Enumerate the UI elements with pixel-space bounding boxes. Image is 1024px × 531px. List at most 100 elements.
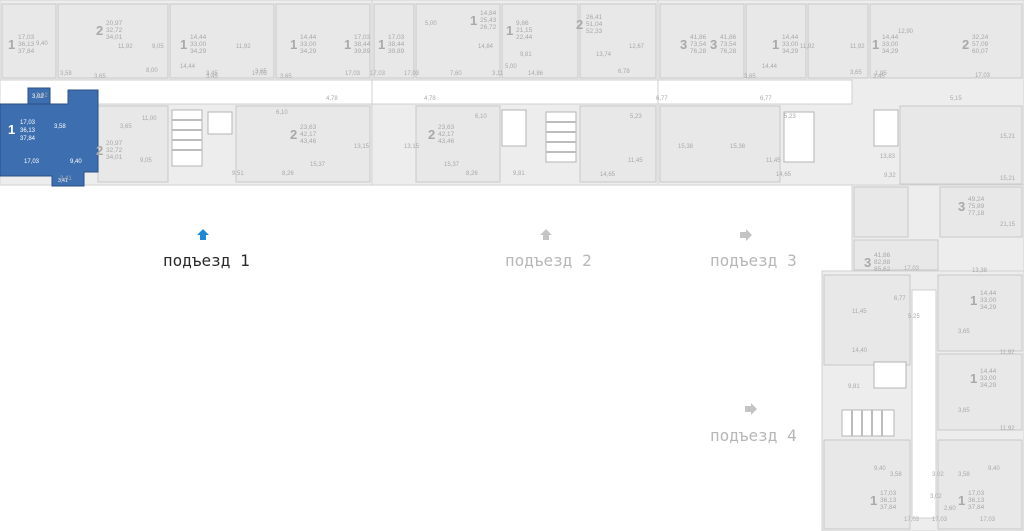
selected-total-area: 36,13: [20, 128, 36, 134]
apartment-area: 34,01: [106, 154, 123, 161]
apartment-cell[interactable]: [869, 3, 1023, 79]
apartment-cell[interactable]: [939, 186, 1023, 238]
apartment-cell[interactable]: [853, 239, 939, 271]
apartment-cell[interactable]: [235, 105, 371, 183]
apartment-area: 33,00: [980, 375, 997, 382]
room-area-label: 14,44: [180, 64, 196, 70]
apartment-cell[interactable]: [169, 3, 275, 79]
apartment-cell[interactable]: [937, 274, 1023, 352]
room-area-label: 8,00: [146, 68, 158, 74]
room-area-label: 14,65: [776, 172, 792, 178]
room-area-label: 12,67: [629, 44, 645, 50]
entrance-3[interactable]: подъезд 3: [710, 229, 797, 270]
room-area-label: 11,92: [800, 44, 815, 50]
apartment-area: 21,15: [516, 27, 533, 34]
stairwell: [171, 109, 203, 167]
apartment-area: 37,84: [880, 504, 897, 511]
apartment-rooms: 1: [344, 37, 351, 52]
apartment-cell[interactable]: [937, 353, 1023, 431]
selected-rooms-count: 1: [8, 122, 15, 137]
apartment-area: 34,01: [106, 34, 123, 41]
apartment-cell[interactable]: [823, 439, 911, 530]
apartment-area: 36,13: [880, 497, 897, 504]
apartment-cell[interactable]: [807, 3, 869, 79]
apartment-area: 9,86: [516, 20, 529, 27]
elevator: [873, 361, 907, 389]
room-area-label: 3,02: [36, 93, 48, 99]
apartment-rooms: 2: [290, 127, 297, 142]
apartment-rooms: 2: [428, 127, 435, 142]
room-area-label: 9,40: [874, 466, 886, 472]
apartment-cell[interactable]: [579, 105, 657, 183]
apartment-cell[interactable]: [937, 439, 1023, 530]
room-area-label: 5,25: [908, 314, 920, 320]
apartment-area: 17,03: [18, 34, 35, 41]
apartment-area: 33,00: [300, 41, 317, 48]
apartment-area: 37,84: [968, 504, 985, 511]
room-area-label: 11,92: [236, 44, 251, 50]
apartment-rooms: 1: [290, 37, 297, 52]
apartment-cell[interactable]: [899, 105, 1023, 185]
apartment-area: 17,03: [968, 490, 985, 497]
room-area-label: 5,23: [784, 114, 796, 120]
room-area-label: 13,15: [354, 144, 370, 150]
room-area-label: 3,45: [206, 71, 218, 77]
apartment-cell[interactable]: [1, 3, 57, 79]
entrance-label: подъезд 4: [710, 426, 797, 445]
apartment-cell[interactable]: [373, 3, 415, 79]
apartment-cell[interactable]: [659, 3, 745, 79]
apartment-rooms: 3: [680, 37, 687, 52]
entrance-2[interactable]: подъезд 2: [505, 229, 592, 270]
room-area-label: 6,10: [276, 110, 288, 116]
room-area-label: 17,03: [345, 71, 361, 77]
room-area-label: 11,92: [1000, 350, 1015, 356]
arrow-up-icon: [197, 229, 209, 240]
apartment-cell[interactable]: [659, 105, 781, 183]
apartment-cell[interactable]: [97, 105, 169, 183]
apartment-area: 23,63: [438, 124, 455, 131]
apartment-cell[interactable]: [853, 186, 909, 238]
elevator: [873, 109, 899, 147]
apartment-area: 76,28: [690, 48, 707, 55]
apartment-area: 39,89: [388, 48, 405, 55]
room-area-label: 14,65: [600, 172, 616, 178]
apartment-cell[interactable]: [415, 3, 501, 79]
room-area-label: 2,60: [944, 506, 956, 512]
apartment-area: 32,24: [972, 34, 989, 41]
room-area-label: 11,92: [850, 44, 865, 50]
room-area-label: 6,10: [475, 114, 487, 120]
room-area-label: 3,45: [873, 74, 885, 80]
selected-room-area: 17,03: [24, 159, 40, 165]
apartment-cell[interactable]: [501, 3, 579, 79]
apartment-cell[interactable]: [579, 3, 657, 79]
apartment-cell[interactable]: [745, 3, 807, 79]
room-area-label: 3,65: [120, 124, 132, 130]
selected-apartment[interactable]: 1 17,03 36,13 37,84 17,03 9,40 3,58 3,02…: [0, 87, 99, 187]
apartment-area: 38,44: [354, 41, 371, 48]
apartment-area: 34,29: [782, 48, 799, 55]
apartment-cell[interactable]: [823, 274, 911, 366]
apartment-cell[interactable]: [415, 105, 501, 183]
room-area-label: 17,03: [370, 71, 386, 77]
room-area-label: 5,00: [505, 64, 517, 70]
room-area-label: 5,15: [950, 96, 962, 102]
room-area-label: 9,81: [513, 171, 525, 177]
room-area-label: 9,05: [140, 158, 152, 164]
apartment-area: 37,84: [18, 48, 35, 55]
apartment-area: 22,44: [516, 34, 533, 41]
apartment-cell[interactable]: [275, 3, 371, 79]
apartment-rooms: 1: [772, 37, 779, 52]
room-area-label: 11,45: [628, 158, 643, 164]
entrance-1[interactable]: подъезд 1: [163, 229, 250, 270]
entrance-4[interactable]: подъезд 4: [710, 403, 797, 445]
apartment-cell[interactable]: [57, 3, 169, 79]
room-area-label: 17,03: [932, 517, 948, 523]
room-area-label: 11,00: [142, 116, 157, 122]
room-area-label: 13,15: [404, 144, 420, 150]
apartment-area: 14,44: [980, 368, 997, 375]
